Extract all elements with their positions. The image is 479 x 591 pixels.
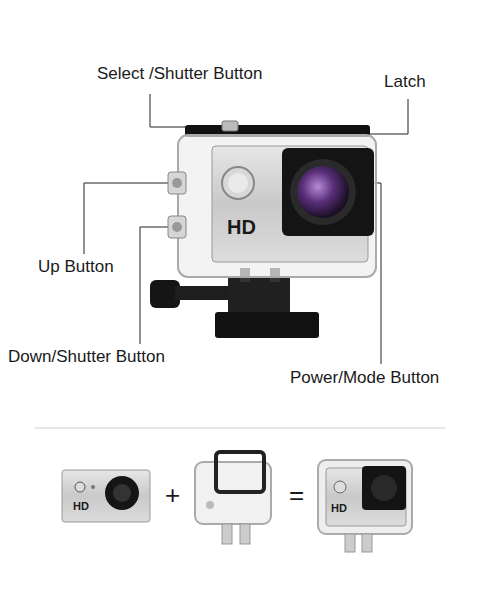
small-housing — [195, 452, 271, 544]
combined-camera — [318, 460, 412, 552]
logo-text: HD — [331, 502, 347, 515]
part-label: Latch — [384, 72, 426, 92]
leader-lines — [84, 94, 408, 364]
small-camera — [62, 470, 150, 522]
mount — [150, 268, 319, 338]
part-label: Power/Mode Button — [290, 368, 439, 388]
part-label: Up Button — [38, 257, 114, 277]
separator — [35, 428, 445, 429]
logo-text: HD — [227, 216, 256, 239]
housing — [168, 121, 376, 277]
camera-body — [212, 146, 374, 262]
plus-sign: + — [165, 481, 180, 511]
part-label: Select /Shutter Button — [97, 64, 262, 84]
equals-sign: = — [289, 481, 304, 511]
part-label: Down/Shutter Button — [8, 347, 165, 367]
logo-text: HD — [73, 500, 89, 513]
